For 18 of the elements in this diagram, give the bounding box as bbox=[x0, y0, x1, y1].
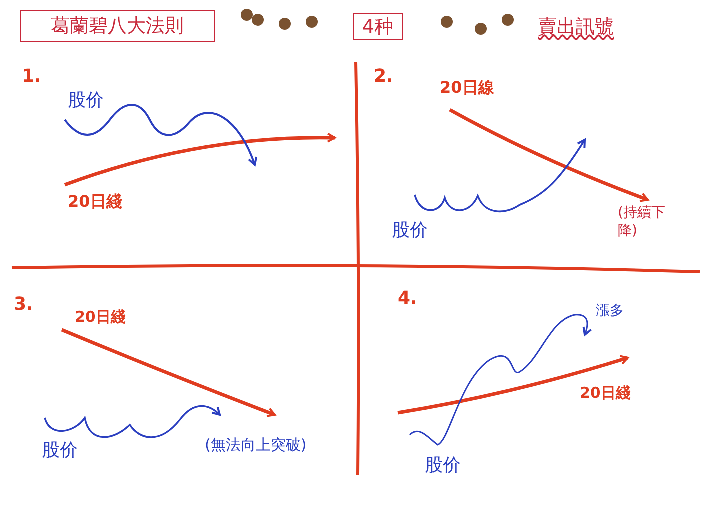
panel-number: 4. bbox=[398, 288, 418, 309]
line-label: 20日綫 bbox=[75, 308, 126, 327]
note-text: (持續下降) bbox=[618, 204, 666, 240]
line-label: 20日線 bbox=[440, 78, 494, 99]
heading-text: 賣出訊號 bbox=[538, 15, 614, 40]
panel-number: 2. bbox=[374, 66, 394, 87]
count-box: 4种 bbox=[353, 13, 403, 40]
curve-label: 股价 bbox=[425, 454, 461, 477]
line-label: 20日綫 bbox=[68, 192, 122, 213]
curve-label: 股价 bbox=[68, 89, 104, 112]
curve-label: 股价 bbox=[42, 439, 78, 462]
panel-number: 3. bbox=[14, 294, 34, 315]
panel-number: 1. bbox=[22, 66, 42, 87]
line-label: 20日綫 bbox=[580, 384, 631, 403]
title-box: 葛蘭碧八大法則 bbox=[20, 10, 215, 42]
curve-label: 股价 bbox=[392, 219, 428, 242]
curve-label: 漲多 bbox=[596, 302, 624, 320]
note-text: (無法向上突破) bbox=[205, 436, 307, 455]
